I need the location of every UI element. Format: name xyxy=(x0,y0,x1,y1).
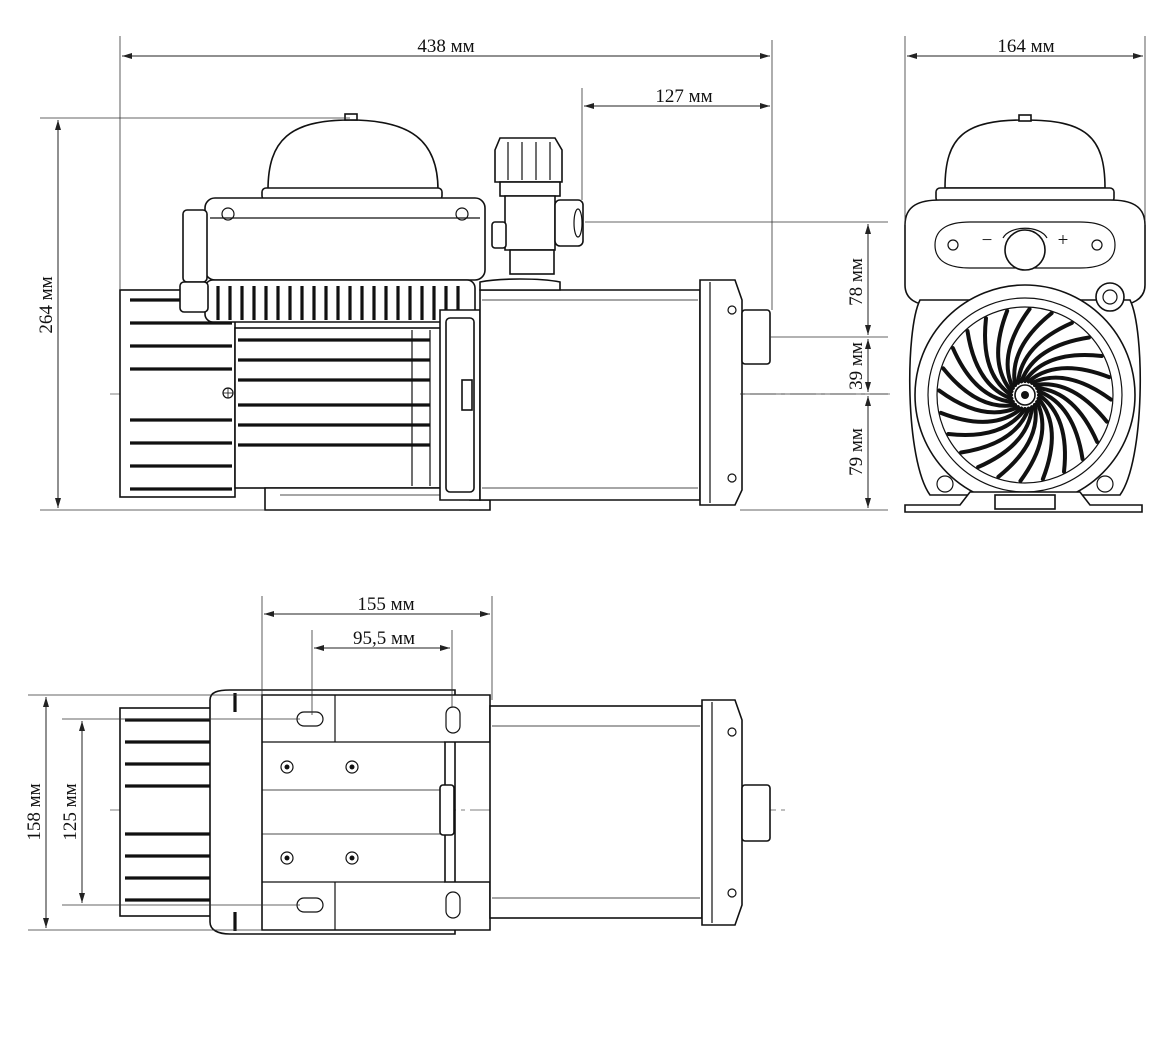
knob-plus-label: + xyxy=(1058,230,1069,251)
impeller-blade xyxy=(950,346,1015,404)
impeller-blade xyxy=(959,406,1031,455)
side-view: − + xyxy=(904,114,1146,515)
impeller-blade xyxy=(1037,393,1067,474)
impeller-blade xyxy=(996,308,1014,394)
impeller-blade xyxy=(1035,386,1100,444)
control-box xyxy=(179,113,486,323)
dim-78: 78 мм xyxy=(846,258,867,306)
top-dimensions: 155 мм 95,5 мм 158 мм 125 мм xyxy=(24,594,493,931)
impeller-blade xyxy=(1012,311,1054,388)
pump-housing xyxy=(439,278,771,506)
impeller-blade xyxy=(1023,353,1104,383)
top-view xyxy=(110,689,790,935)
dim-127: 127 мм xyxy=(655,86,712,107)
impeller-blade xyxy=(965,329,1014,401)
dim-39: 39 мм xyxy=(846,342,867,390)
impeller xyxy=(937,307,1113,483)
impeller-blade xyxy=(1026,366,1112,384)
impeller-blade xyxy=(941,366,1018,408)
impeller-blade xyxy=(1036,389,1085,461)
outlet-fitting xyxy=(491,137,584,275)
impeller-blade xyxy=(1005,307,1032,390)
impeller-blade xyxy=(1036,396,1054,482)
dim-125: 125 мм xyxy=(60,783,81,840)
front-dimensions: 438 мм 127 мм 264 мм 78 мм 39 мм 79 мм xyxy=(36,36,888,511)
impeller-blade xyxy=(1018,400,1045,483)
dim-264: 264 мм xyxy=(36,276,57,333)
dim-164: 164 мм xyxy=(997,36,1054,57)
impeller-blade xyxy=(938,406,1024,424)
speed-knob[interactable] xyxy=(1004,229,1046,271)
motor-fins xyxy=(119,289,236,498)
impeller-blade xyxy=(1030,375,1113,402)
dim-95: 95,5 мм xyxy=(353,628,415,649)
dim-79: 79 мм xyxy=(846,428,867,476)
motor-body xyxy=(234,327,446,489)
impeller-blade xyxy=(937,388,1020,415)
impeller-blade xyxy=(1032,382,1109,424)
impeller-blade xyxy=(996,402,1038,479)
impeller-blade xyxy=(1019,335,1091,384)
front-view xyxy=(110,113,890,511)
impeller-blade xyxy=(1016,320,1074,385)
impeller-blade xyxy=(946,407,1027,437)
knob-minus-label: − xyxy=(982,230,993,251)
side-dimensions: 164 мм xyxy=(904,36,1146,225)
control-panel: − + xyxy=(934,221,1116,271)
dim-158: 158 мм xyxy=(24,783,45,840)
dim-155: 155 мм xyxy=(357,594,414,615)
impeller-blade xyxy=(983,316,1013,397)
impeller-blade xyxy=(976,405,1034,470)
dim-438: 438 мм xyxy=(417,36,474,57)
